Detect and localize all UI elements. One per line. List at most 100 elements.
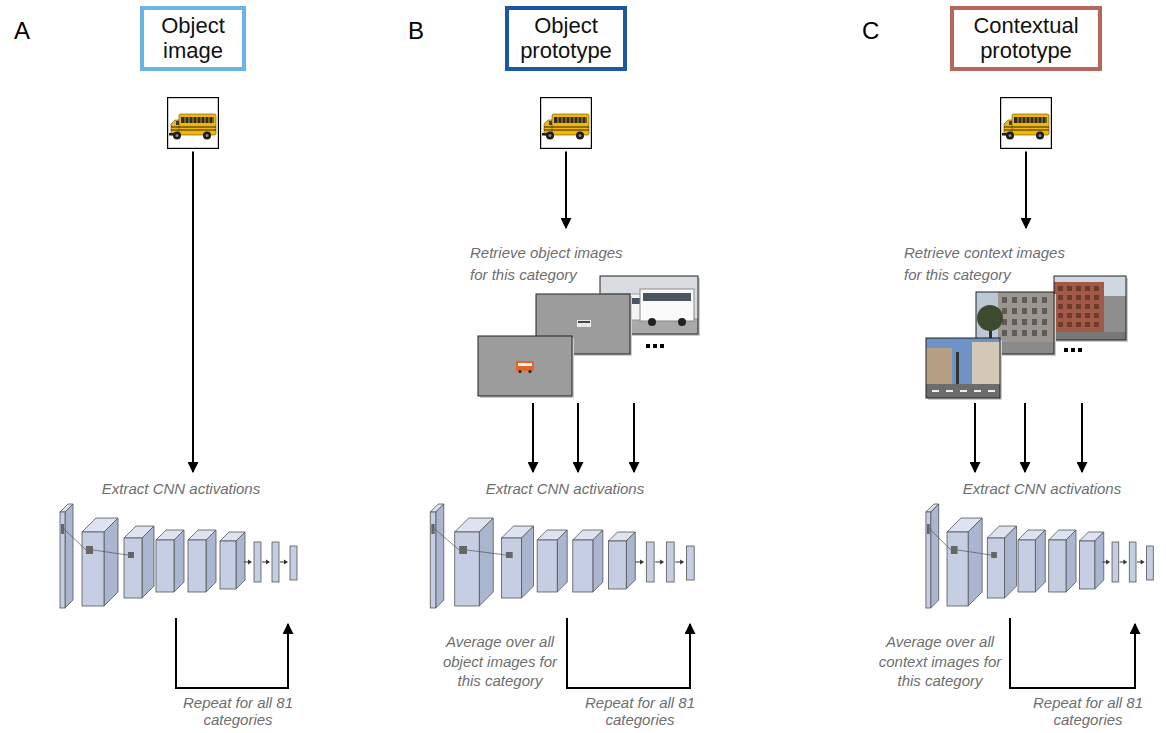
- ellipsis-dot: [1064, 348, 1068, 352]
- illustration-part: [1106, 560, 1110, 565]
- illustration-part: [1026, 117, 1027, 123]
- label-text: A: [14, 17, 44, 46]
- illustration-part: [188, 540, 206, 592]
- illustration-part: [128, 552, 134, 558]
- step-note: Average over all object images for this …: [440, 632, 560, 691]
- label-text: Repeat for all 81 categories: [178, 694, 298, 729]
- illustration-part: [987, 538, 1004, 598]
- illustration-part: [205, 117, 206, 123]
- illustration-part: [1085, 286, 1090, 291]
- illustration-part: [1034, 117, 1035, 123]
- cnn-layer: [947, 518, 982, 606]
- illustration-part: [1022, 297, 1027, 303]
- illustration-part: [1067, 295, 1072, 300]
- illustration-part: [65, 504, 73, 608]
- illustration-part: [930, 529, 951, 550]
- illustration-part: [1018, 540, 1035, 592]
- illustration-part: [577, 320, 591, 327]
- illustration-part: [1022, 319, 1027, 325]
- illustration-part: [576, 131, 584, 139]
- cnn-layer: [608, 532, 635, 589]
- illustration-part: [926, 348, 952, 386]
- illustration-part: [960, 390, 967, 392]
- illustration-part: [558, 117, 559, 123]
- photo: [478, 336, 572, 396]
- illustration-part: [1095, 532, 1104, 589]
- illustration-part: [1067, 286, 1072, 291]
- illustration-part: [506, 552, 513, 558]
- ellipsis-dot: [660, 344, 664, 348]
- cnn-layer: [1079, 532, 1103, 589]
- object-thumbnail: [167, 97, 219, 149]
- illustration-part: [557, 530, 567, 592]
- fc-layer: [272, 542, 279, 582]
- illustration-part: [1094, 304, 1099, 309]
- node-text: Extract CNN activations: [428, 478, 702, 499]
- illustration-part: [927, 524, 930, 534]
- illustration-part: [926, 512, 931, 608]
- repeat-loop: [1010, 618, 1135, 688]
- illustration-part: [1066, 530, 1076, 592]
- illustration-part: [1018, 117, 1019, 123]
- illustration-part: [968, 518, 982, 606]
- arrow-connector: [192, 152, 194, 472]
- object-thumbnail: [1000, 97, 1052, 149]
- illustration-part: [1009, 134, 1012, 137]
- illustration-part: [206, 530, 216, 592]
- illustration-part: [430, 512, 436, 608]
- header-box: Object image: [140, 6, 246, 149]
- node-text: Retrieve object images for this category: [470, 242, 626, 286]
- illustration-part: [173, 131, 181, 139]
- illustration-part: [502, 538, 522, 598]
- illustration-part: [1141, 560, 1145, 565]
- illustration-part: [1042, 117, 1043, 123]
- object-thumbnail: [540, 97, 592, 149]
- illustration-part: [1042, 330, 1047, 336]
- illustration-part: [1032, 330, 1037, 336]
- label-text: C: [862, 17, 892, 46]
- illustration-part: [522, 526, 534, 598]
- illustration-part: [459, 546, 467, 554]
- loop-note: Repeat for all 81 categories: [1028, 694, 1148, 729]
- illustration-part: [1049, 540, 1066, 592]
- illustration-part: [142, 526, 154, 598]
- arrow-connector: [1081, 403, 1083, 472]
- illustration-part: [562, 117, 563, 123]
- illustration-part: [593, 530, 603, 592]
- title-frame: Object prototype: [505, 6, 627, 71]
- school-bus: [1002, 114, 1049, 140]
- panel-letter: C: [862, 17, 892, 46]
- illustration-part: [1038, 117, 1039, 123]
- illustration-part: [1012, 114, 1049, 135]
- illustration-part: [179, 114, 216, 135]
- ellipsis-dot: [653, 344, 657, 348]
- cnn-layer: [188, 530, 216, 592]
- illustration-part: [1022, 117, 1023, 123]
- illustration-part: [1042, 319, 1047, 325]
- illustration-part: [1094, 322, 1099, 327]
- illustration-part: [926, 384, 1000, 398]
- loop-note: Repeat for all 81 categories: [580, 694, 700, 729]
- illustration-part: [1002, 330, 1007, 336]
- illustration-part: [171, 129, 216, 130]
- illustration-part: [156, 540, 174, 592]
- illustration-part: [926, 338, 1000, 398]
- illustration-part: [549, 121, 552, 125]
- arrow-connector: [532, 403, 534, 472]
- ellipsis-dot: [1078, 348, 1082, 352]
- illustration-part: [541, 97, 592, 148]
- illustration-part: [236, 532, 245, 589]
- panel-letter: A: [14, 17, 44, 46]
- fc-layer: [666, 542, 674, 582]
- illustration-part: [176, 121, 179, 125]
- illustration-part: [518, 370, 521, 373]
- illustration-part: [1054, 276, 1126, 340]
- cnn-model: Extract CNN activations: [924, 474, 1160, 616]
- arrow-connector: [565, 152, 567, 228]
- illustration-part: [209, 117, 210, 123]
- cnn-model: Extract CNN activations: [428, 474, 702, 616]
- step-caption: Extract CNN activations: [58, 474, 304, 499]
- fc-layer: [1147, 546, 1154, 580]
- illustration-part: [1094, 295, 1099, 300]
- illustration-part: [1058, 313, 1063, 318]
